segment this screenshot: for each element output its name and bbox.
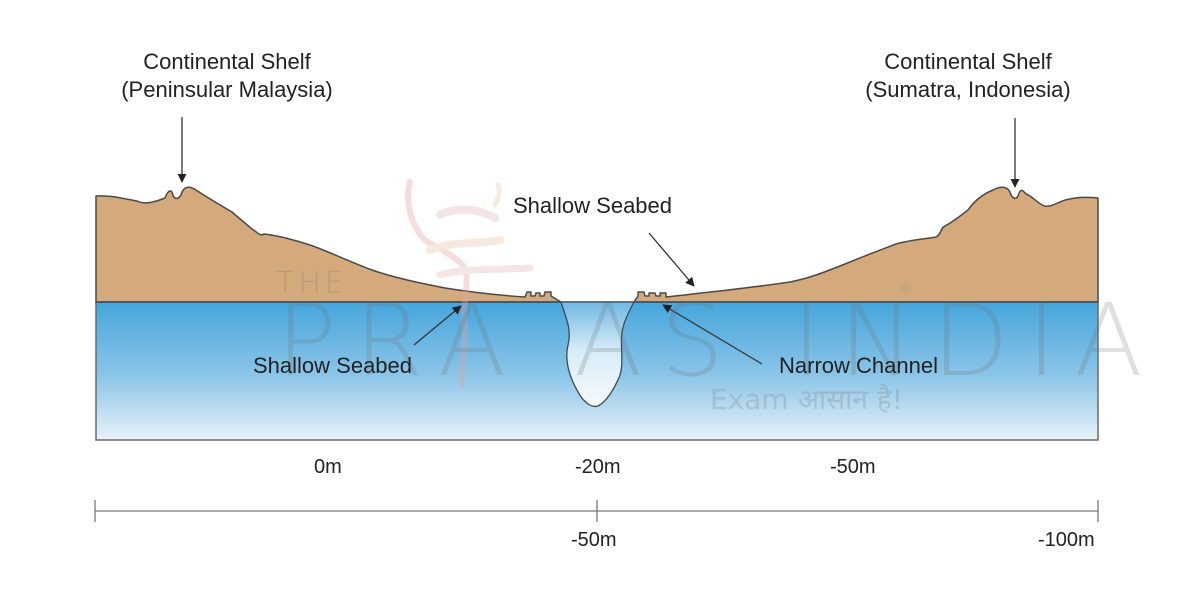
label-shelf-left-line1: Continental Shelf [143, 49, 311, 74]
label-shallow-seabed-lower: Shallow Seabed [253, 353, 413, 378]
label-narrow-channel: Narrow Channel [779, 353, 938, 378]
depth-label-minus-50m: -50m [830, 456, 876, 478]
scale-label-minus-100m: -100m [1038, 529, 1095, 551]
arrow-shallow-seabed-upper [648, 232, 695, 287]
land-right-sumatra [633, 186, 1099, 303]
depth-label-0m: 0m [314, 456, 342, 478]
label-shelf-right-line1: Continental Shelf [884, 49, 1052, 74]
land-left-peninsular-malaysia [95, 186, 562, 303]
label-shelf-left-line2: (Peninsular Malaysia) [121, 77, 333, 102]
scale-label-minus-50m: -50m [571, 529, 617, 551]
arrow-narrow-channel [662, 304, 763, 365]
narrow-channel [560, 301, 636, 408]
arrow-shallow-seabed-lower [413, 305, 462, 346]
label-continental-shelf-right: Continental Shelf (Sumatra, Indonesia) [836, 48, 1100, 104]
depth-label-minus-20m: -20m [575, 456, 621, 478]
label-continental-shelf-left: Continental Shelf (Peninsular Malaysia) [96, 48, 358, 104]
label-shallow-seabed-upper: Shallow Seabed [513, 193, 673, 218]
label-shelf-right-line2: (Sumatra, Indonesia) [865, 77, 1071, 102]
